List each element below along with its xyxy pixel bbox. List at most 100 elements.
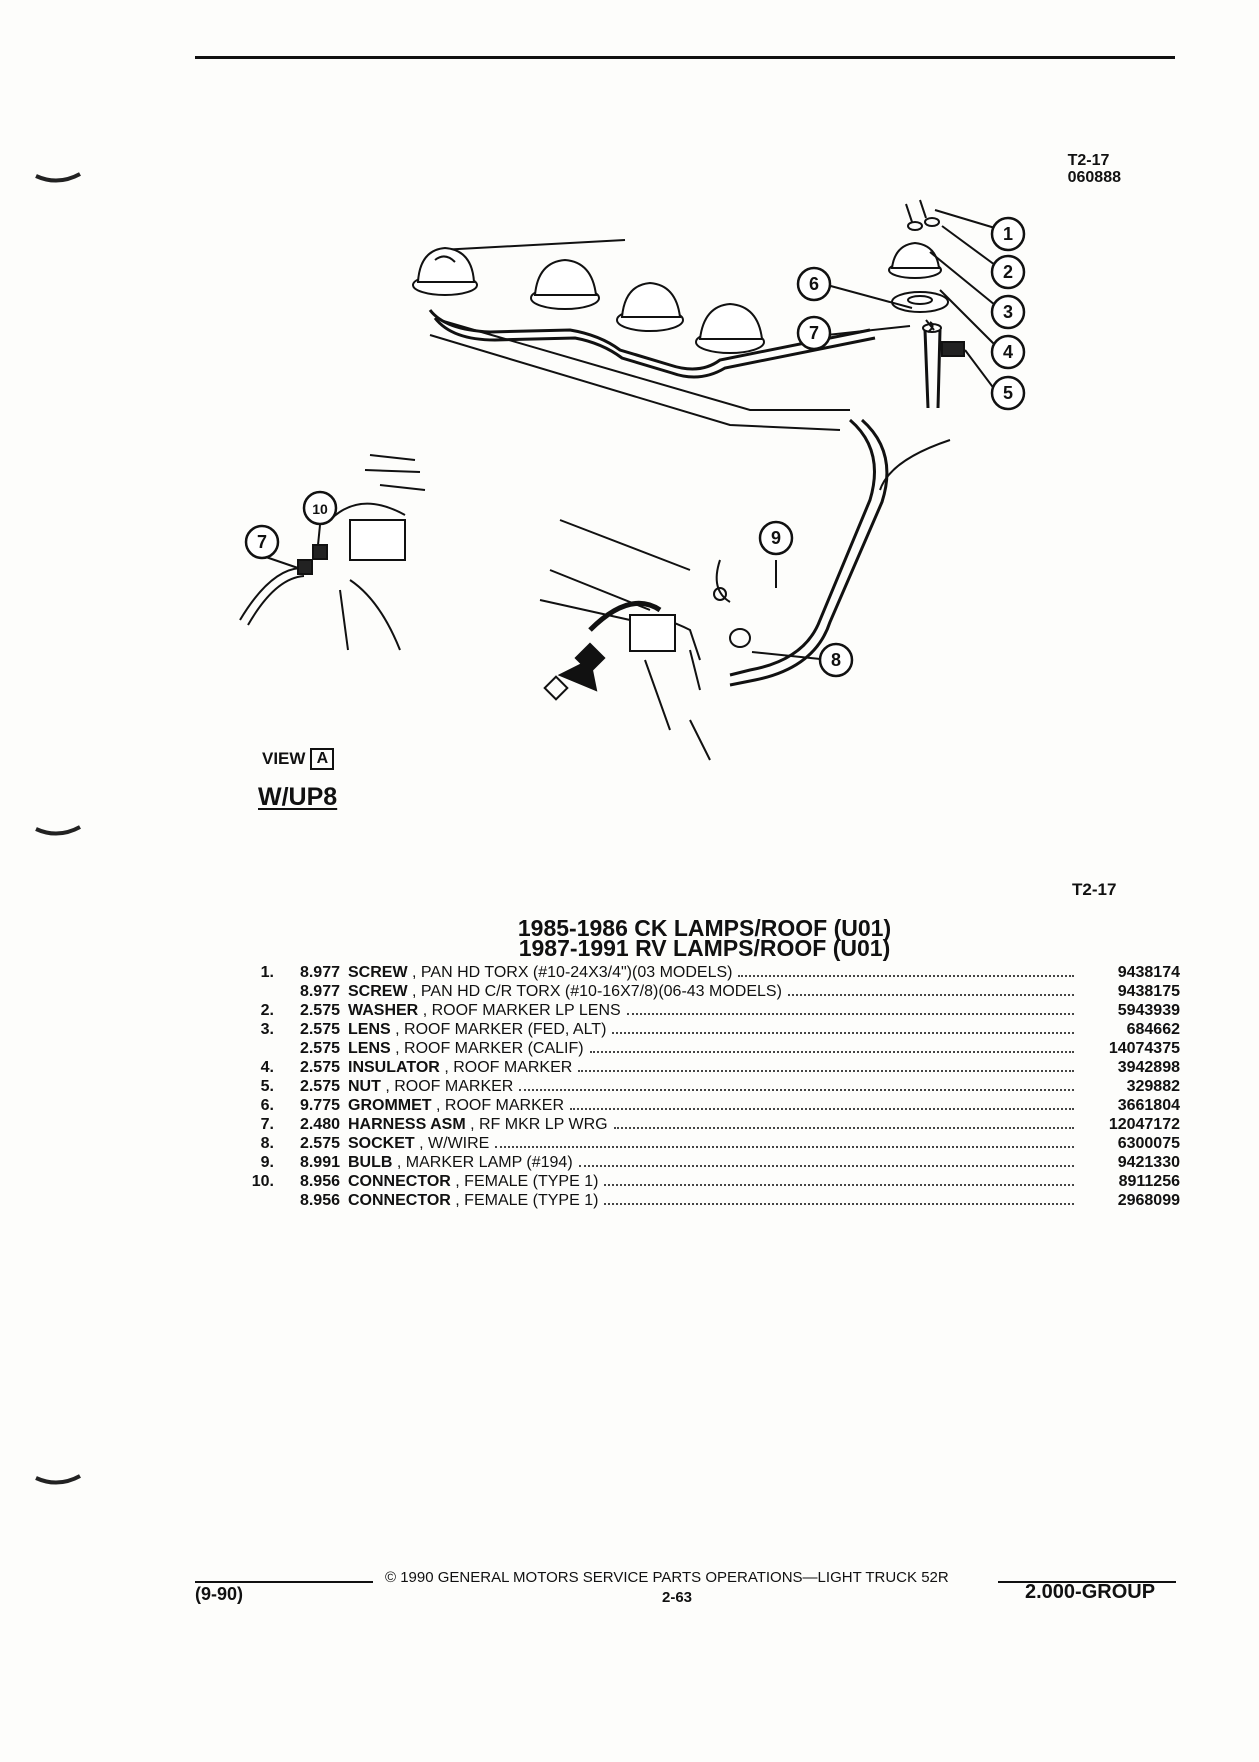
part-detail: , FEMALE (TYPE 1): [455, 1192, 599, 1209]
svg-text:7: 7: [809, 323, 819, 343]
callout-8: 8: [818, 642, 854, 678]
part-number-index: [240, 982, 282, 1001]
leader-dots: [519, 1077, 1074, 1091]
part-group: 2.575: [299, 1002, 340, 1019]
part-row: 3. 2.575 LENS , ROOF MARKER (FED, ALT) 6846…: [240, 1020, 1180, 1039]
part-description: SCREW , PAN HD C/R TORX (#10-16X7/8)(06-…: [348, 982, 1080, 1001]
callout-1: 1: [990, 216, 1026, 252]
leader-dots: [570, 1096, 1074, 1110]
part-description: CONNECTOR , FEMALE (TYPE 1): [348, 1172, 1080, 1191]
part-group: 8.991: [299, 1154, 340, 1171]
svg-text:6: 6: [809, 274, 819, 294]
part-description: LENS , ROOF MARKER (FED, ALT): [348, 1020, 1080, 1039]
callout-4: 4: [990, 334, 1026, 370]
svg-text:9: 9: [771, 528, 781, 548]
part-number-index: 6.: [260, 1097, 274, 1114]
callout-10: 10: [302, 490, 338, 526]
part-name: GROMMET: [348, 1097, 432, 1114]
part-detail: , PAN HD TORX (#10-24X3/4")(03 MODELS): [412, 964, 733, 981]
part-detail: , ROOF MARKER: [385, 1078, 514, 1095]
title-line-1: 1985-1986 CK LAMPS/ROOF (U01): [517, 915, 892, 941]
svg-text:8: 8: [831, 650, 841, 670]
part-catalog-number: 6300075: [1117, 1135, 1180, 1152]
figure-reference: T2-17 060888: [1068, 152, 1121, 186]
leader-dots: [604, 1191, 1074, 1205]
part-catalog-number: 684662: [1126, 1021, 1180, 1038]
svg-text:5: 5: [1003, 383, 1013, 403]
part-description: WASHER , ROOF MARKER LP LENS: [348, 1001, 1080, 1020]
callout-9: 9: [758, 520, 794, 556]
part-detail: , W/WIRE: [419, 1135, 490, 1152]
part-number-index: 7.: [260, 1116, 274, 1133]
part-detail: , ROOF MARKER LP LENS: [422, 1002, 621, 1019]
part-name: NUT: [348, 1078, 381, 1095]
part-group: 2.575: [299, 1040, 340, 1057]
part-description: BULB , MARKER LAMP (#194): [348, 1153, 1080, 1172]
part-catalog-number: 9438174: [1117, 964, 1180, 981]
footer-copyright: © 1990 GENERAL MOTORS SERVICE PARTS OPER…: [385, 1569, 949, 1586]
part-description: INSULATOR , ROOF MARKER: [348, 1058, 1080, 1077]
part-description: HARNESS ASM , RF MKR LP WRG: [348, 1115, 1080, 1134]
callout-2: 2: [990, 254, 1026, 290]
svg-text:2: 2: [1003, 262, 1013, 282]
part-detail: , PAN HD C/R TORX (#10-16X7/8)(06-43 MOD…: [412, 983, 782, 1000]
footer-group: 2.000-GROUP: [1025, 1581, 1156, 1603]
svg-text:1: 1: [1003, 224, 1013, 244]
part-row: 9. 8.991 BULB , MARKER LAMP (#194) 9421330: [240, 1153, 1180, 1172]
leader-dots: [738, 963, 1074, 977]
part-detail: , MARKER LAMP (#194): [396, 1154, 573, 1171]
part-detail: , ROOF MARKER: [444, 1059, 573, 1076]
part-group: 8.977: [299, 983, 340, 1000]
part-description: NUT , ROOF MARKER: [348, 1077, 1080, 1096]
figure-ref-bottom: T2-17: [1072, 880, 1117, 899]
callout-3: 3: [990, 294, 1026, 330]
part-catalog-number: 3661804: [1117, 1097, 1180, 1114]
part-group: 2.575: [299, 1021, 340, 1038]
part-name: LENS: [348, 1040, 391, 1057]
part-name: SOCKET: [348, 1135, 415, 1152]
part-number-index: 9.: [260, 1154, 274, 1171]
view-label: VIEW A: [262, 748, 335, 770]
callout-7: 7: [244, 524, 280, 560]
leader-dots: [589, 1039, 1074, 1053]
svg-text:4: 4: [1003, 342, 1013, 362]
figure-ref-top: T2-17: [1067, 152, 1110, 169]
part-catalog-number: 9438175: [1117, 983, 1180, 1000]
part-group: 2.480: [299, 1116, 340, 1133]
part-number-index: [240, 1039, 282, 1058]
part-catalog-number: 12047172: [1108, 1116, 1180, 1133]
part-group: 2.575: [299, 1059, 340, 1076]
leader-dots: [612, 1020, 1074, 1034]
svg-text:3: 3: [1003, 302, 1013, 322]
part-description: GROMMET , ROOF MARKER: [348, 1096, 1080, 1115]
part-number-index: 1.: [260, 964, 274, 981]
title-line-2: 1987-1991 RV LAMPS/ROOF (U01): [518, 935, 891, 961]
leader-dots: [578, 1058, 1074, 1072]
part-name: LENS: [348, 1021, 391, 1038]
part-catalog-number: 9421330: [1117, 1154, 1180, 1171]
callout-6: 6: [796, 266, 832, 302]
part-group: 2.575: [299, 1078, 340, 1095]
binder-mark: [35, 825, 81, 836]
view-label-text: VIEW: [262, 749, 306, 768]
part-catalog-number: 5943939: [1117, 1002, 1180, 1019]
part-number-index: 2.: [260, 1002, 274, 1019]
part-name: CONNECTOR: [348, 1173, 451, 1190]
footer-date: (9-90): [195, 1584, 244, 1604]
part-number-index: 3.: [260, 1021, 274, 1038]
leader-dots: [613, 1115, 1074, 1129]
part-detail: , ROOF MARKER (CALIF): [395, 1040, 584, 1057]
part-description: SOCKET , W/WIRE: [348, 1134, 1080, 1153]
part-catalog-number: 2968099: [1117, 1192, 1180, 1209]
part-group: 8.977: [299, 964, 340, 981]
footer-page-number: 2-63: [662, 1589, 693, 1606]
part-catalog-number: 3942898: [1117, 1059, 1180, 1076]
part-row: 8.977 SCREW , PAN HD C/R TORX (#10-16X7/8…: [240, 982, 1180, 1001]
part-group: 8.956: [299, 1173, 340, 1190]
